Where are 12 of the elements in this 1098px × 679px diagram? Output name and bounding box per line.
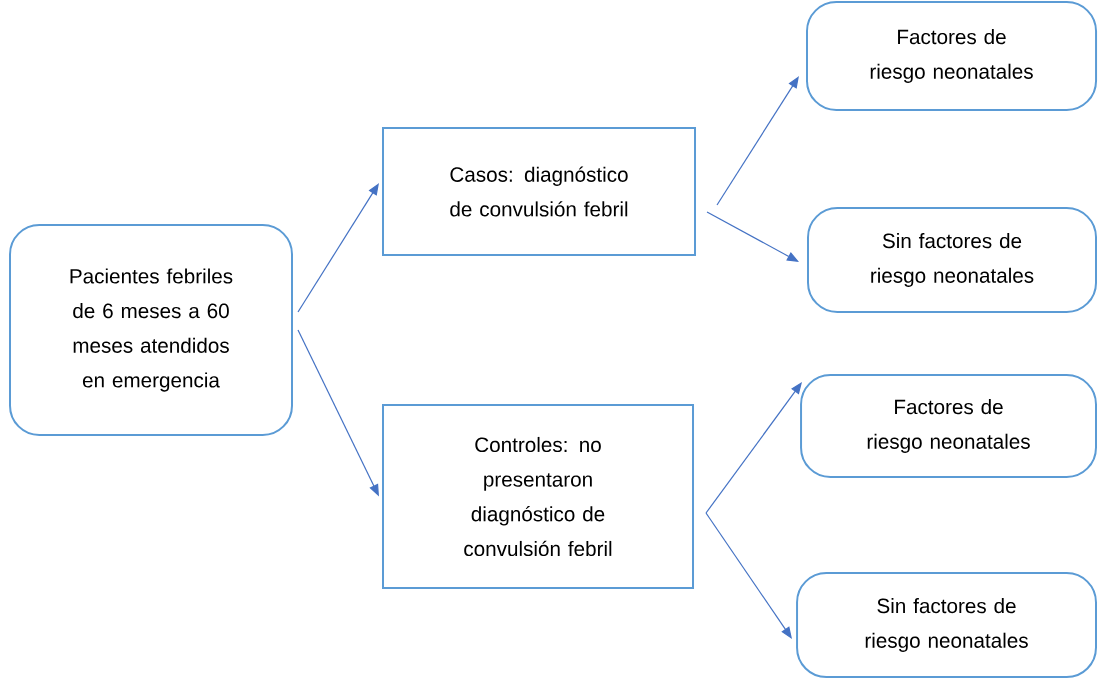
arrow <box>706 211 799 262</box>
arrow <box>716 76 799 206</box>
arrow <box>297 183 379 313</box>
rounded-box: Factores de riesgo neonatales <box>800 374 1097 478</box>
arrow <box>705 512 792 639</box>
rounded-box: Sin factores de riesgo neonatales <box>796 572 1097 678</box>
process-box: Casos: diagnóstico de convulsión febril <box>382 127 696 256</box>
rounded-box: Factores de riesgo neonatales <box>806 1 1098 111</box>
rounded-box: Pacientes febriles de 6 meses a 60 meses atendidos en emergencia <box>9 224 293 436</box>
process-box: Controles: no presentaron diagnóstico de convulsión febril <box>382 404 694 589</box>
arrow <box>705 382 802 514</box>
rounded-box: Sin factores de riesgo neonatales <box>807 207 1097 313</box>
